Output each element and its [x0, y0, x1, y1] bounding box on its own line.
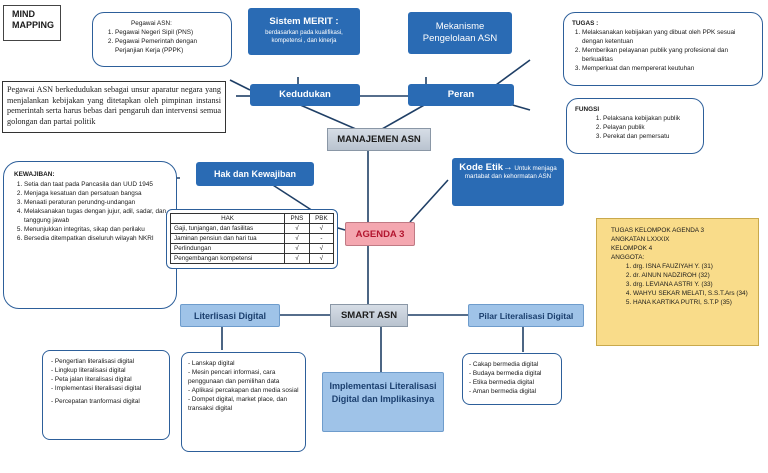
kelompok-line: KELOMPOK 4: [611, 245, 653, 252]
sistem-merit-title: Sistem MERIT :: [269, 16, 339, 27]
kode-etik-box: Kode Etik→ Untuk menjaga martabat dan ke…: [452, 158, 564, 206]
literasi-digital-box: Literlisasi Digital: [180, 304, 280, 327]
table-row: Pengembangan kompetensi √ √: [169, 253, 335, 264]
list-item: - Lanskap digital: [188, 360, 235, 367]
agenda-3-box: AGENDA 3: [345, 222, 415, 246]
kewajiban-item: Bersedia ditempatkan diseluruh wilayah N…: [24, 234, 170, 243]
pegawai-asn-item: Pegawai Pemerintah dengan Perjanjian Ker…: [115, 37, 225, 55]
hak-cell: √: [284, 223, 310, 234]
sistem-merit-box: Sistem MERIT : berdasarkan pada kualifik…: [248, 8, 360, 55]
table-row: Jaminan pensiun dan hari tua √ -: [169, 233, 335, 244]
kelompok-member: drg. ISNA FAUZIYAH Y. (31): [633, 262, 752, 271]
kelompok-member: WAHYU SEKAR MELATI, S.S.T.Ars (34): [633, 289, 752, 298]
tugas-item: Melaksanakan kebijakan yang dibuat oleh …: [582, 28, 756, 46]
pegawai-asn-list: Pegawai Negeri Sipil (PNS) Pegawai Pemer…: [103, 28, 225, 55]
fungsi-list: Pelaksana kebijakan publik Pelayan publi…: [575, 114, 697, 141]
kelompok-note: TUGAS KELOMPOK AGENDA 3 ANGKATAN LXXXIX …: [596, 218, 759, 346]
list-item: - Mesin pencari informasi, cara pengguna…: [188, 369, 280, 385]
list-item: - Aplikasi percakapan dan media sosial: [188, 387, 299, 394]
pilar-list-bubble: - Cakap bermedia digital - Budaya bermed…: [462, 353, 562, 405]
tugas-bubble: TUGAS : Melaksanakan kebijakan yang dibu…: [563, 12, 763, 86]
list-item: - Cakap bermedia digital: [469, 361, 539, 368]
kelompok-member: dr. AINUN NADZIROH (32): [633, 271, 752, 280]
fungsi-heading: FUNGSI: [575, 106, 600, 113]
kewajiban-list: Setia dan taat pada Pancasila dan UUD 19…: [14, 180, 170, 243]
hak-table-frame: HAK PNS PBK Gaji, tunjangan, dan fasilit…: [166, 209, 338, 269]
tugas-item: Memberikan pelayanan publik yang profesi…: [582, 46, 756, 64]
tugas-heading: TUGAS :: [572, 20, 599, 27]
kewajiban-bubble: KEWAJIBAN: Setia dan taat pada Pancasila…: [3, 161, 177, 309]
hak-kewajiban-box: Hak dan Kewajiban: [196, 162, 314, 186]
hak-cell: Pengembangan kompetensi: [169, 253, 286, 264]
pegawai-asn-heading: Pegawai ASN:: [131, 20, 172, 27]
implementasi-box: Implementasi Literalisasi Digital dan Im…: [322, 372, 444, 432]
list-item: - Lingkup literalisasi digital: [51, 367, 126, 374]
kelompok-line: ANGKATAN LXXXIX: [611, 236, 670, 243]
list-item: - Percepatan tranformasi digital: [51, 398, 140, 405]
manajemen-asn-box: MANAJEMEN ASN: [327, 128, 431, 151]
pilar-literasi-box: Pilar Literalisasi Digital: [468, 304, 584, 327]
hak-cell: √: [308, 243, 335, 254]
hak-cell: √: [308, 223, 335, 234]
kelompok-line: TUGAS KELOMPOK AGENDA 3: [611, 227, 705, 234]
list-item: - Dompet digital, market place, dan tran…: [188, 396, 288, 412]
hak-cell: Gaji, tunjangan, dan fasilitas: [169, 223, 286, 234]
list-item: - Aman bermedia digital: [469, 388, 537, 395]
kewajiban-item: Setia dan taat pada Pancasila dan UUD 19…: [24, 180, 170, 189]
kedudukan-box: Kedudukan: [250, 84, 360, 106]
list-item: - Pengertian literalisasi digital: [51, 358, 135, 365]
hak-table: HAK PNS PBK Gaji, tunjangan, dan fasilit…: [169, 213, 335, 264]
kewajiban-item: Menjaga kesatuan dan persatuan bangsa: [24, 189, 170, 198]
kewajiban-item: Melaksanakan tugas dengan jujur, adil, s…: [24, 207, 170, 225]
hak-cell: Jaminan pensiun dan hari tua: [169, 233, 286, 244]
peran-box: Peran: [408, 84, 514, 106]
kewajiban-item: Menaati peraturan perundng-undangan: [24, 198, 170, 207]
fungsi-item: Perekat dan pemersatu: [603, 132, 697, 141]
hak-cell: Perlindungan: [169, 243, 286, 254]
kelompok-member: drg. LEVIANA ASTRI Y. (33): [633, 280, 752, 289]
literasi-list-bubble: - Pengertian literalisasi digital - Ling…: [42, 350, 170, 440]
implementasi-list: - Lanskap digital - Mesin pencari inform…: [188, 359, 301, 413]
kode-etik-text: Untuk menjaga martabat dan kehormatan AS…: [464, 165, 557, 180]
mekanisme-box: Mekanisme Pengelolaan ASN: [408, 12, 512, 54]
fungsi-item: Pelaksana kebijakan publik: [603, 114, 697, 123]
pegawai-asn-item: Pegawai Negeri Sipil (PNS): [115, 28, 225, 37]
hak-cell: √: [284, 243, 310, 254]
table-row: Perlindungan √ √: [169, 243, 335, 254]
table-row: Gaji, tunjangan, dan fasilitas √ √: [169, 223, 335, 234]
hak-header-cell: HAK: [169, 213, 286, 224]
list-item: - Budaya bermedia digital: [469, 370, 542, 377]
kode-etik-title: Kode Etik: [459, 162, 504, 173]
kewajiban-item: Menunjukkan integritas, sikap dan perila…: [24, 225, 170, 234]
list-item: - Implementasi literalisasi digital: [51, 385, 142, 392]
fungsi-bubble: FUNGSI Pelaksana kebijakan publik Pelaya…: [566, 98, 704, 154]
kelompok-members: drg. ISNA FAUZIYAH Y. (31) dr. AINUN NAD…: [611, 262, 752, 307]
sistem-merit-subtitle: berdasarkan pada kualifikasi, kompetensi…: [265, 30, 343, 44]
hak-cell: √: [284, 233, 310, 244]
smart-asn-box: SMART ASN: [330, 304, 408, 327]
hak-header-cell: PBK: [308, 213, 335, 224]
kelompok-line: ANGGOTA:: [611, 254, 645, 261]
pilar-list: - Cakap bermedia digital - Budaya bermed…: [469, 360, 557, 396]
tugas-list: Melaksanakan kebijakan yang dibuat oleh …: [572, 28, 756, 73]
hak-cell: √: [308, 253, 335, 264]
list-item: - Peta jalan literalisasi digital: [51, 376, 132, 383]
pegawai-asn-bubble: Pegawai ASN: Pegawai Negeri Sipil (PNS) …: [92, 12, 232, 67]
arrow-right-icon: →: [503, 162, 513, 173]
list-item: - Etika bermedia digital: [469, 379, 535, 386]
implementasi-list-bubble: - Lanskap digital - Mesin pencari inform…: [181, 352, 306, 452]
mind-mapping-title: MIND MAPPING: [3, 5, 61, 41]
kedudukan-description: Pegawai ASN berkedudukan sebagai unsur a…: [2, 81, 226, 133]
fungsi-item: Pelayan publik: [603, 123, 697, 132]
kelompok-member: HANA KARTIKA PUTRI, S.T.P (35): [633, 298, 752, 307]
hak-table-header: HAK PNS PBK: [169, 213, 335, 224]
tugas-item: Memperkuat dan mempererat keutuhan: [582, 64, 756, 73]
kewajiban-heading: KEWAJIBAN:: [14, 171, 55, 178]
hak-cell: √: [284, 253, 310, 264]
hak-header-cell: PNS: [284, 213, 310, 224]
literasi-list: - Pengertian literalisasi digital - Ling…: [51, 357, 165, 406]
hak-cell: -: [308, 233, 335, 244]
